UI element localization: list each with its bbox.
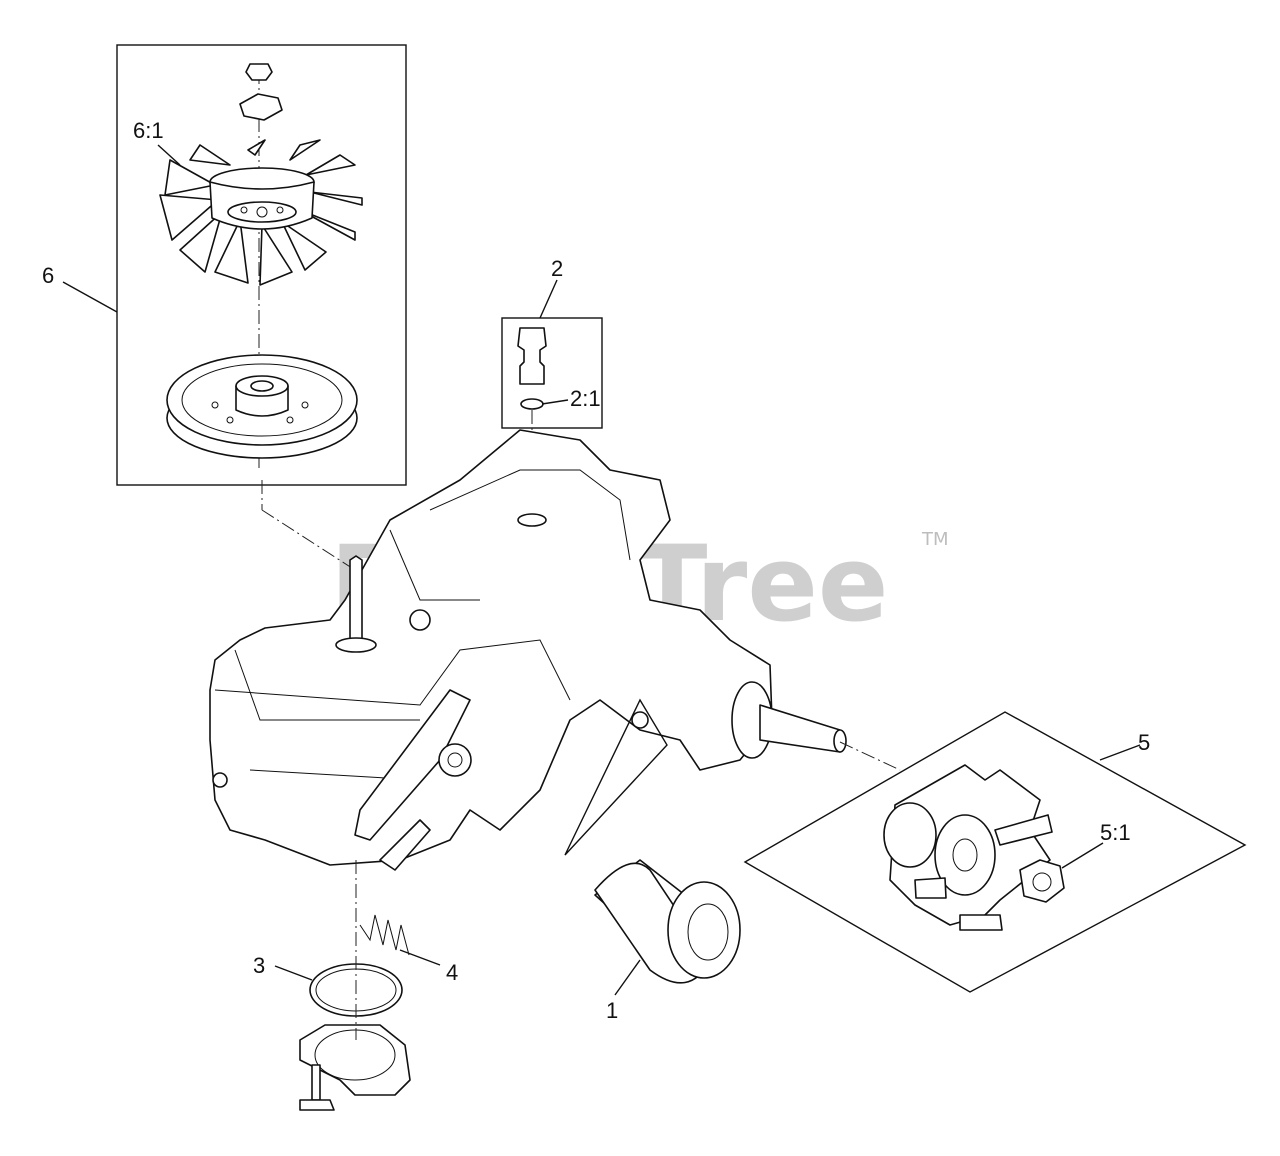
callout-5: 5 [1138,730,1150,755]
return-spring [359,914,410,956]
transaxle-housing [209,429,847,871]
filter-guide [564,698,668,856]
callout-4: 4 [446,960,458,985]
drive-pulley [166,354,358,459]
callout-1: 1 [606,998,618,1023]
hub-kit-box [743,711,1247,993]
callout-2: 2 [551,256,563,281]
wheel-hub [883,764,1065,931]
callout-6-1: 6:1 [133,118,164,143]
vent-fitting [517,327,547,410]
callout-6: 6 [42,263,54,288]
watermark-trademark: TM [921,529,949,550]
cover-plate [299,1024,411,1111]
oil-filter [594,859,741,984]
callout-5-1: 5:1 [1100,820,1131,845]
callout-2-1: 2:1 [570,386,601,411]
cooling-fan [159,63,363,470]
callout-3: 3 [253,953,265,978]
fitting-kit-box [501,317,603,429]
leader-lines [62,144,1141,996]
callout-labels: 6 6:1 2 2:1 5 5:1 1 4 3 [42,118,1150,1023]
